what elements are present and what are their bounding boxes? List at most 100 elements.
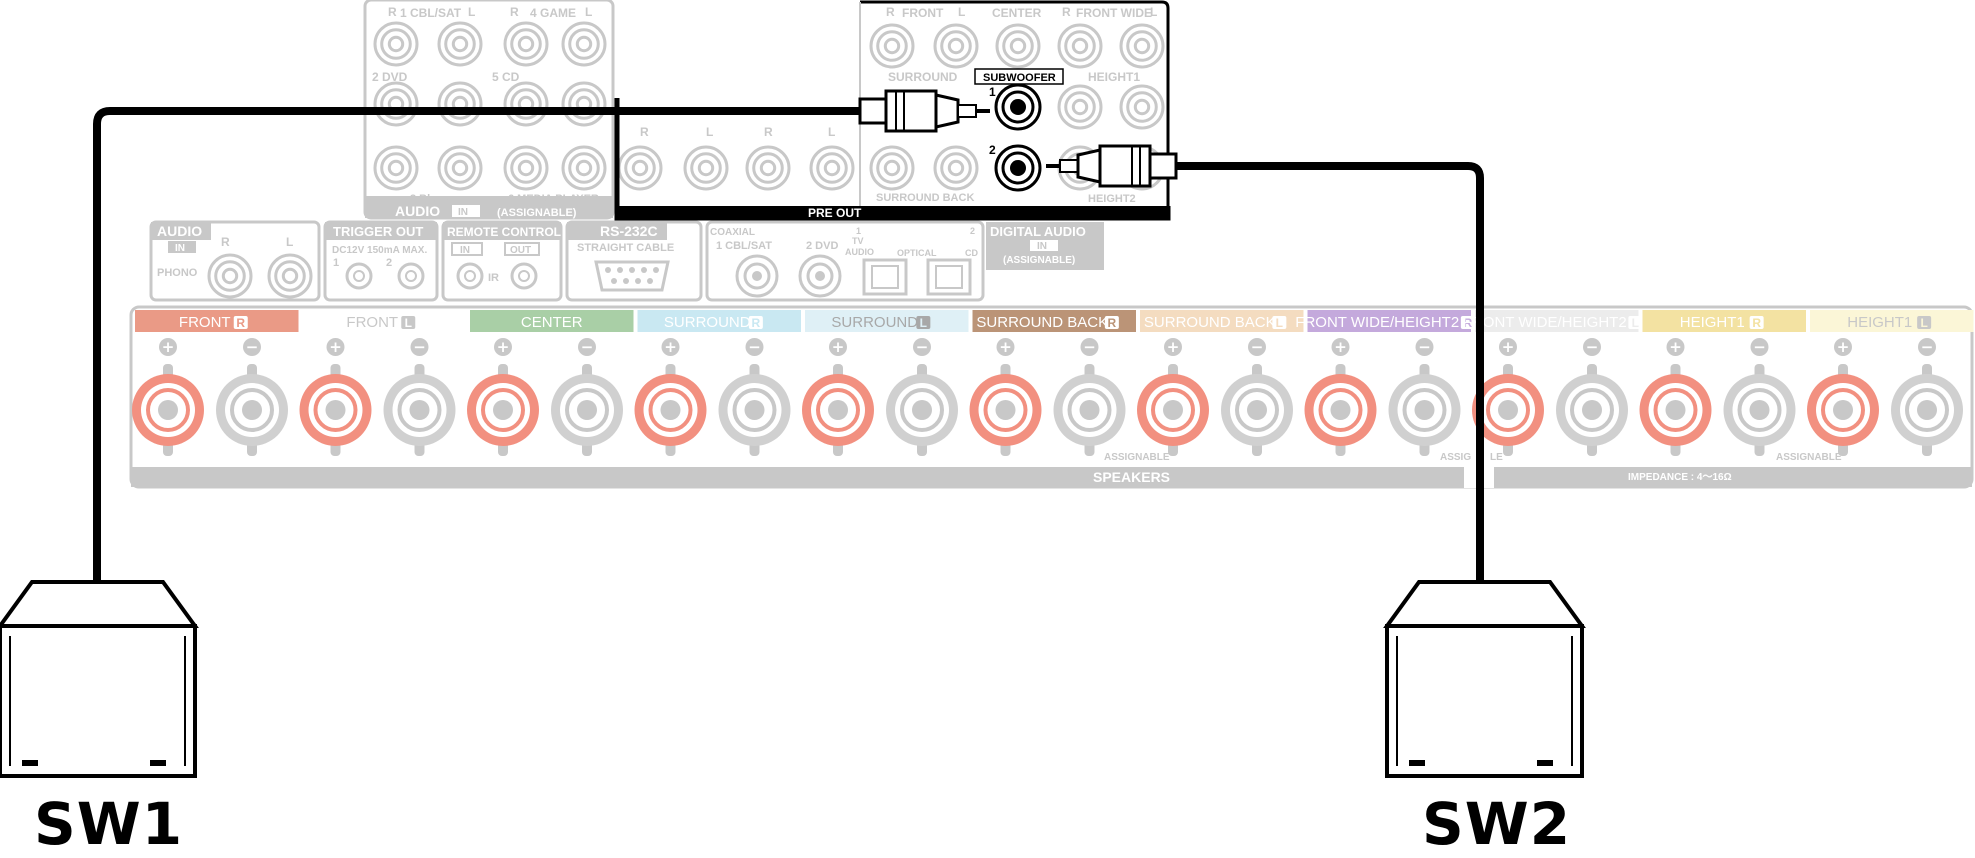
digital-cbl: 1 CBL/SAT [716,240,772,252]
speaker-terminal-plus[interactable] [467,364,539,456]
remote-in: IN [460,245,470,256]
speakers-assignable-4: ASSIGNABLE [1776,452,1842,463]
digital-optical: OPTICAL [897,248,937,258]
speaker-group-label: HEIGHT1 [1680,314,1745,331]
remote-out-jack[interactable] [510,262,538,290]
speaker-terminal-minus[interactable] [1723,364,1796,456]
speaker-terminal-plus[interactable] [1472,364,1544,456]
speaker-minus-sign: − [913,338,931,356]
preout-jack[interactable] [617,145,663,191]
audio-in-jack[interactable] [503,81,549,127]
speaker-terminal-plus[interactable] [969,364,1042,456]
rs232c-title: RS-232C [600,223,658,239]
speaker-plus-sign: + [661,338,680,356]
digital-cd2: 2 [970,226,975,236]
middle-row: AUDIO IN R L PHONO TRIGGER OUT DC12V 150… [149,220,1104,302]
speakers-assignable-3: LE [1490,452,1503,463]
phono-jack[interactable] [267,253,313,299]
speaker-terminal-plus[interactable] [634,364,707,456]
audio-in-jack[interactable] [561,145,607,191]
remote-in-jack[interactable] [456,262,484,290]
speaker-terminal-minus[interactable] [1053,364,1126,456]
speaker-terminal-minus[interactable] [1221,364,1293,456]
rs232c-port[interactable] [594,260,670,292]
speaker-terminal-plus[interactable] [1304,364,1377,456]
speaker-group-label: SURROUND [664,314,751,331]
preout-jack[interactable] [1057,23,1103,69]
preout-jack[interactable] [933,23,979,69]
svg-text:+: + [1669,338,1682,356]
audio-in-jack[interactable] [503,145,549,191]
pre-out-footer: PRE OUT [808,206,862,220]
cable-sw2 [1175,162,1494,582]
speaker-terminal-plus[interactable] [132,364,204,456]
preout-jack[interactable] [1119,84,1165,130]
speaker-terminal-minus[interactable] [216,364,288,456]
audio-in-jack[interactable] [373,81,419,127]
speakers-assignable-1: ASSIGNABLE [1104,452,1170,463]
speaker-minus-sign: − [745,338,764,356]
preout-rl-r1: R [640,125,649,139]
svg-text:−: − [246,338,259,356]
remote-ir: IR [488,272,499,284]
preout-surround-back: SURROUND BACK [876,192,974,204]
speaker-terminal-minus[interactable] [383,364,456,456]
preout-jack[interactable] [869,23,915,69]
speakers-impedance: IMPEDANCE : 4～16Ω [1628,472,1732,483]
speaker-terminal-minus[interactable] [1891,364,1963,456]
digital-tv: TV [852,236,864,246]
speaker-group-label: FRONT [179,314,231,331]
speaker-terminal-plus[interactable] [299,364,372,456]
optical-jack-1[interactable] [862,258,908,296]
trigger-jack-2[interactable] [397,262,425,290]
coaxial-jack-1[interactable] [735,254,779,298]
svg-text:−: − [916,338,929,356]
digital-audio-title: DIGITAL AUDIO [990,224,1086,239]
speaker-group-header [302,310,466,332]
subwoofer-jack-2[interactable] [994,144,1042,192]
preout-jack[interactable] [1057,84,1103,130]
speaker-channel-badge: L [1920,316,1927,330]
digital-audio-in: IN [1037,241,1047,252]
speaker-terminal-minus[interactable] [551,364,623,456]
audio-in-jack[interactable] [561,21,607,67]
preout-jack[interactable] [933,145,979,191]
speaker-terminal-plus[interactable] [1807,364,1879,456]
audio-phono-l: L [286,235,293,249]
preout-jack[interactable] [809,145,855,191]
preout-jack[interactable] [683,145,729,191]
svg-text:+: + [497,338,510,356]
speaker-terminal-minus[interactable] [1556,364,1628,456]
coaxial-jack-2[interactable] [798,254,842,298]
speaker-terminal-plus[interactable] [1137,364,1209,456]
speaker-terminal-minus[interactable] [718,364,791,456]
speaker-terminal-plus[interactable] [1639,364,1712,456]
audio-in-jack[interactable] [561,81,607,127]
svg-text:+: + [1334,338,1347,356]
speaker-terminal-minus[interactable] [886,364,958,456]
audio-in-jack[interactable] [437,81,483,127]
preout-jack[interactable] [869,145,915,191]
speaker-terminal-minus[interactable] [1388,364,1461,456]
speaker-channel-badge: R [236,316,245,330]
audio-in-jack[interactable] [437,145,483,191]
trigger-jack-1[interactable] [345,262,373,290]
speaker-terminal-plus[interactable] [802,364,874,456]
preout-jack[interactable] [745,145,791,191]
audio-in-jack[interactable] [437,21,483,67]
svg-text:+: + [329,338,342,356]
audio-in-jack[interactable] [503,21,549,67]
svg-text:−: − [1921,338,1934,356]
audio-in-r1: R [388,5,397,19]
subwoofer-jack-1[interactable] [994,83,1042,131]
audio-in-footer: AUDIO [395,203,440,219]
preout-jack[interactable] [1119,23,1165,69]
phono-jack[interactable] [207,253,253,299]
remote-title: REMOTE CONTROL [447,225,561,239]
audio-in-l1: L [468,5,475,19]
optical-jack-2[interactable] [926,258,972,296]
audio-in-jack[interactable] [373,145,419,191]
audio-in-jack[interactable] [373,21,419,67]
preout-jack[interactable] [995,23,1041,69]
